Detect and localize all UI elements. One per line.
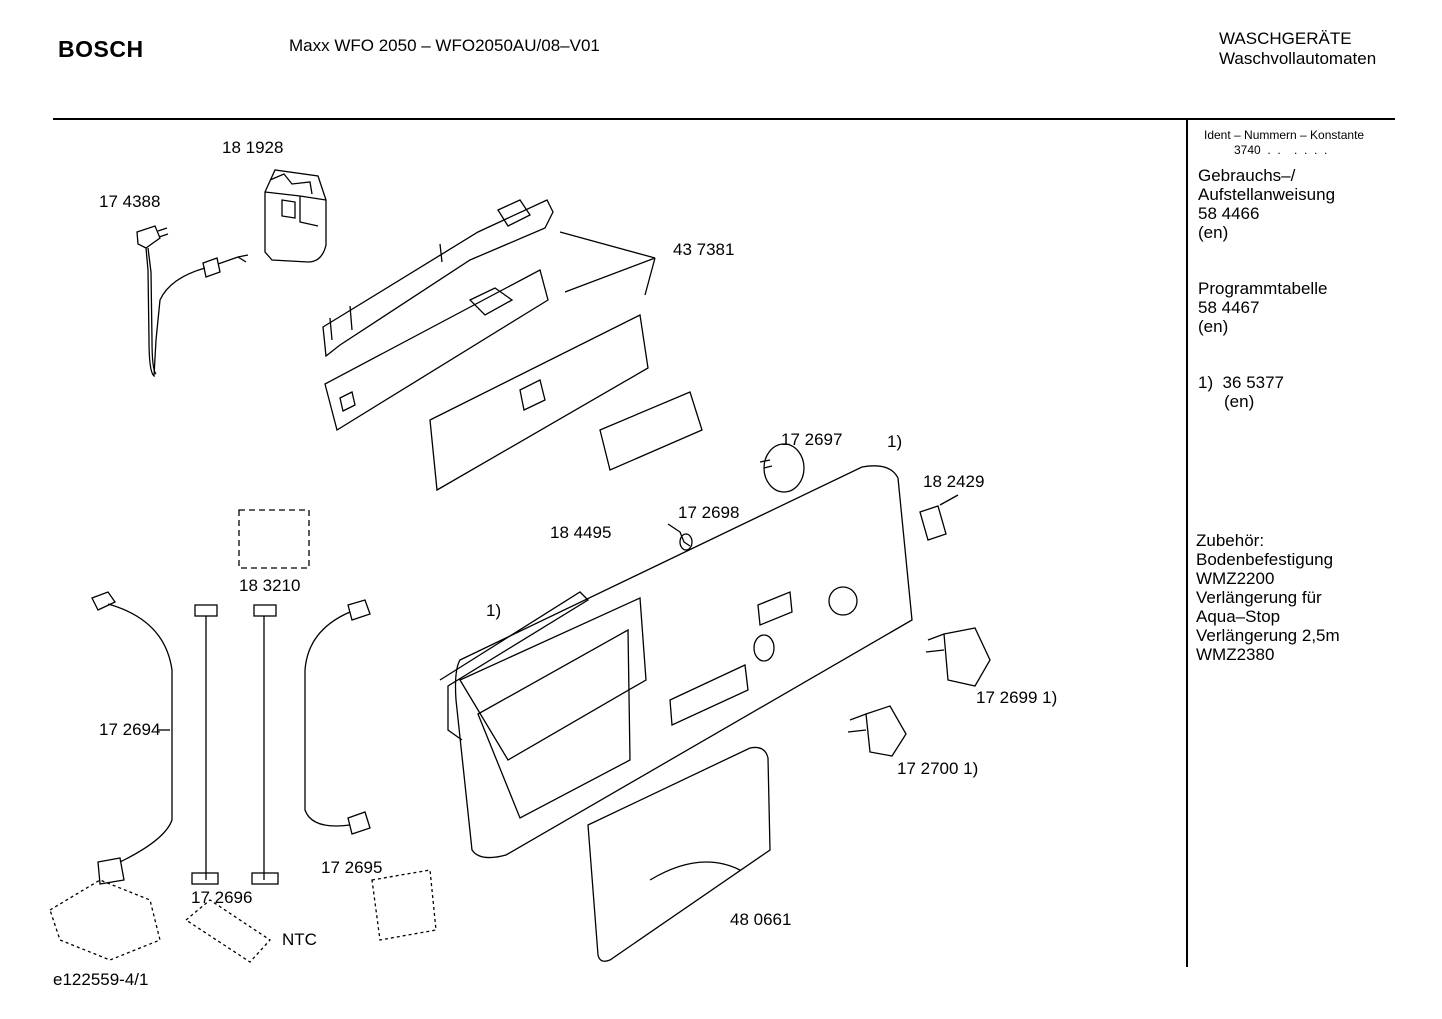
part-label: 18 2429 xyxy=(923,472,985,491)
part-label: NTC xyxy=(282,930,317,949)
program-title: Programmtabelle xyxy=(1198,279,1328,298)
element-box-drawing xyxy=(238,509,310,569)
ident-title: Ident – Nummern – Konstante xyxy=(1204,128,1365,142)
part-label: 17 2696 xyxy=(191,888,253,907)
temperature-knob-drawing xyxy=(847,705,907,757)
manual-number: 58 4466 xyxy=(1198,204,1260,223)
drawing-id: e122559-4/1 xyxy=(53,970,149,989)
accessory-item: Bodenbefestigung xyxy=(1196,550,1334,569)
part-label: 17 4388 xyxy=(99,192,161,211)
accessory-item: Verlängerung 2,5m xyxy=(1196,626,1340,645)
manual-line1: Gebrauchs–/ xyxy=(1198,166,1296,185)
control-module-drawing xyxy=(322,199,703,492)
accessories-title: Zubehör: xyxy=(1196,531,1265,550)
model-title: Maxx WFO 2050 – WFO2050AU/08–V01 xyxy=(289,36,600,55)
part-label: 48 0661 xyxy=(730,910,792,929)
pump-drawing xyxy=(49,879,161,961)
footnote-part: 1) 36 5377 xyxy=(1198,373,1285,392)
accessory-item: Aqua–Stop xyxy=(1196,607,1281,626)
part-label: 17 2700 1) xyxy=(897,759,979,778)
ident-value: 3740 . . . . . . xyxy=(1234,143,1328,157)
suppressor-drawing xyxy=(264,169,327,263)
control-panel-drawing xyxy=(439,465,913,859)
ntc-sensor-drawing xyxy=(184,899,271,963)
sensor-drawing xyxy=(919,494,959,541)
part-label: 17 2699 1) xyxy=(976,688,1058,707)
screw-drawing xyxy=(667,523,693,551)
part-label: 18 3210 xyxy=(239,576,301,595)
cable-harnesses-drawing xyxy=(91,591,371,885)
footnote-marker: 1) xyxy=(887,432,903,451)
part-label: 17 2694 xyxy=(99,720,161,739)
part-label: 17 2698 xyxy=(678,503,740,522)
category-title: WASCHGERÄTE xyxy=(1219,29,1352,48)
footnote-marker: 1) xyxy=(486,601,502,620)
category-subtitle: Waschvollautomaten xyxy=(1219,49,1377,68)
manual-lang: (en) xyxy=(1198,223,1229,242)
drum-motor-drawing xyxy=(371,869,437,941)
drawer-handle-drawing xyxy=(587,746,771,962)
header-divider xyxy=(53,118,1395,120)
manual-line2: Aufstellanweisung xyxy=(1198,185,1336,204)
part-label: 18 4495 xyxy=(550,523,612,542)
footnote-lang: (en) xyxy=(1224,392,1255,411)
sidebar-divider xyxy=(1186,119,1188,967)
power-cord-drawing xyxy=(136,225,249,378)
accessory-item: Verlängerung für xyxy=(1196,588,1322,607)
program-number: 58 4467 xyxy=(1198,298,1260,317)
part-label: 17 2697 xyxy=(781,430,843,449)
part-label: 18 1928 xyxy=(222,138,284,157)
brand-logo: BOSCH xyxy=(58,36,144,62)
accessory-item: WMZ2380 xyxy=(1196,645,1275,664)
part-label: 43 7381 xyxy=(673,240,735,259)
program-knob-drawing xyxy=(925,627,991,687)
part-label: 17 2695 xyxy=(321,858,383,877)
program-lang: (en) xyxy=(1198,317,1229,336)
knob-shaft-drawing xyxy=(759,443,805,493)
accessory-item: WMZ2200 xyxy=(1196,569,1275,588)
